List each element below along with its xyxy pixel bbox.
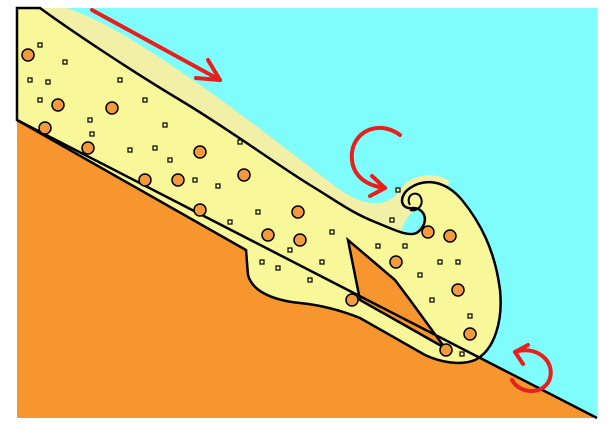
clast-grain: [216, 184, 220, 188]
clast-grain: [193, 178, 197, 182]
clast-grain: [460, 352, 464, 356]
clast-grain: [228, 220, 232, 224]
clast-grain: [456, 260, 460, 264]
clast-grain: [153, 146, 157, 150]
clast-grain: [38, 98, 42, 102]
clast-grain: [168, 158, 172, 162]
clast-grain: [308, 278, 312, 282]
clast-grain: [90, 132, 94, 136]
clast-grain: [396, 188, 400, 192]
clast-grain: [38, 43, 42, 47]
clast-grain: [418, 273, 422, 277]
clast-grain: [438, 260, 442, 264]
clast-grain: [320, 260, 324, 264]
clast-pebble: [422, 226, 434, 238]
clast-pebble: [106, 102, 118, 114]
clast-grain: [288, 248, 292, 252]
clast-pebble: [262, 229, 274, 241]
clast-pebble: [440, 344, 452, 356]
clast-pebble: [346, 294, 358, 306]
clast-grain: [376, 244, 380, 248]
clast-pebble: [452, 284, 464, 296]
clast-grain: [330, 230, 334, 234]
clast-grain: [276, 266, 280, 270]
clast-pebble: [390, 256, 402, 268]
clast-grain: [128, 148, 132, 152]
clast-grain: [46, 80, 50, 84]
clast-pebble: [52, 99, 64, 111]
clast-pebble: [294, 234, 306, 246]
clast-grain: [256, 210, 260, 214]
clast-grain: [260, 260, 264, 264]
clast-grain: [390, 218, 394, 222]
clast-grain: [468, 314, 472, 318]
clast-grain: [88, 118, 92, 122]
clast-grain: [28, 78, 32, 82]
clast-pebble: [292, 206, 304, 218]
clast-grain: [118, 78, 122, 82]
clast-pebble: [444, 230, 456, 242]
clast-grain: [403, 244, 407, 248]
clast-grain: [143, 98, 147, 102]
clast-pebble: [82, 142, 94, 154]
clast-grain: [163, 123, 167, 127]
clast-pebble: [22, 49, 34, 61]
clast-grain: [238, 140, 242, 144]
clast-pebble: [464, 328, 476, 340]
clast-grain: [63, 60, 67, 64]
clast-pebble: [194, 146, 206, 158]
clast-pebble: [172, 174, 184, 186]
clast-pebble: [194, 204, 206, 216]
clast-pebble: [39, 122, 51, 134]
clast-pebble: [139, 174, 151, 186]
clast-pebble: [238, 169, 250, 181]
clast-grain: [430, 298, 434, 302]
